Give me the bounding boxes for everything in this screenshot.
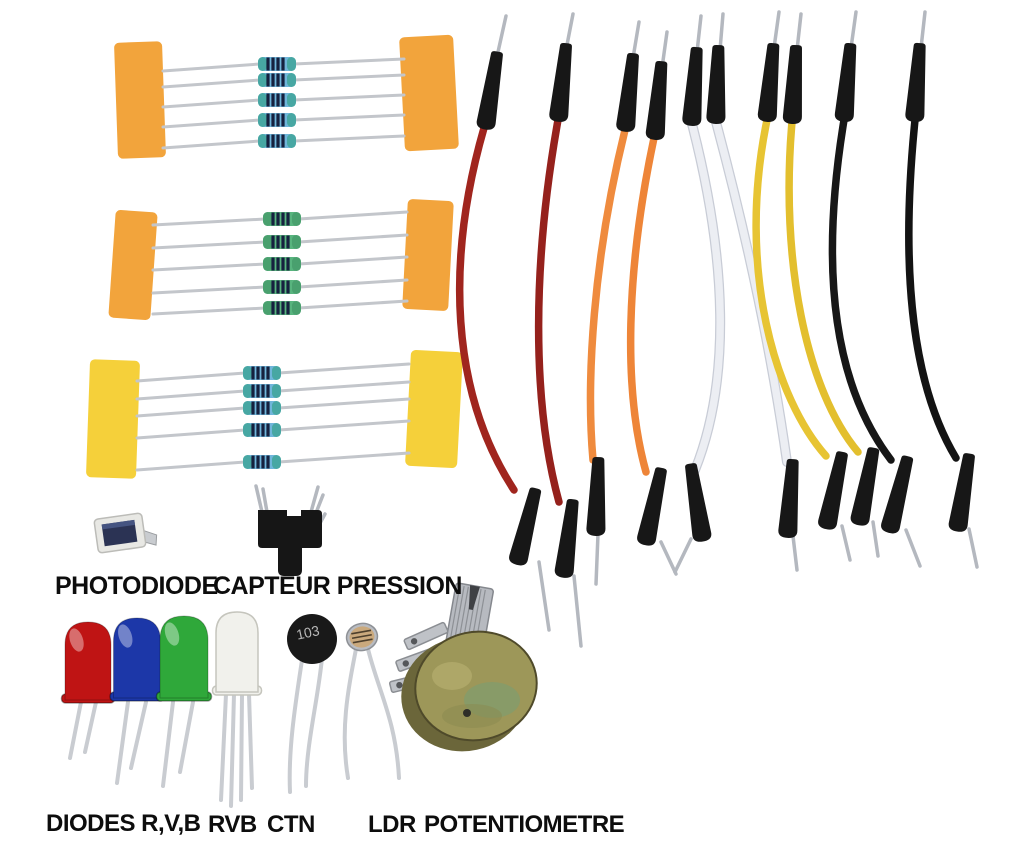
tape-strip <box>108 210 158 320</box>
resistor-strip-middle <box>108 199 454 320</box>
connector-tip <box>905 42 926 122</box>
led-group <box>60 615 213 788</box>
thermistor-component <box>287 614 337 794</box>
connector-tip <box>706 44 726 124</box>
connector-tip <box>549 42 572 122</box>
connector-tip <box>682 46 703 126</box>
tape-strip <box>405 349 463 469</box>
connector-tip <box>757 42 780 122</box>
connector-tip <box>509 487 542 566</box>
resistor-strip-bottom <box>86 349 463 479</box>
led-red <box>60 621 116 760</box>
connector-tip <box>834 42 857 122</box>
resistor <box>135 419 411 440</box>
rvb-label: RVB <box>208 811 257 838</box>
resistor <box>161 57 406 73</box>
tape-strip <box>86 359 140 479</box>
connector-tip <box>645 60 668 140</box>
resistor <box>161 134 406 150</box>
potentiometre-label: POTENTIOMETRE <box>424 811 625 838</box>
jumper-wires-group <box>455 10 979 648</box>
potentiometer-component <box>388 582 538 752</box>
pressure-sensor-label: CAPTEUR PRESSION <box>213 572 462 600</box>
potentiometer-pin <box>403 621 449 651</box>
connector-tip <box>948 453 975 532</box>
ldr-component <box>342 622 401 780</box>
jumper-wire-yellow-2 <box>782 12 880 558</box>
diodes-rvb-label: DIODES R,V,B <box>46 810 201 837</box>
connector-tip <box>586 456 606 536</box>
led-blue <box>109 617 165 785</box>
resistor <box>151 299 409 316</box>
rgb-led-component <box>211 611 263 808</box>
connector-tip <box>637 467 667 546</box>
ldr-label: LDR <box>368 811 416 838</box>
resistor <box>151 210 409 227</box>
jumper-wire-white-1 <box>673 14 726 574</box>
resistor <box>151 278 409 295</box>
connector-tip <box>850 447 880 526</box>
connector-tip <box>818 451 848 530</box>
connector-tip <box>778 458 799 538</box>
resistor <box>135 380 411 401</box>
photodiode-component <box>93 512 158 554</box>
connector-tip <box>476 51 503 130</box>
ctn-label: CTN <box>267 811 315 838</box>
tape-strip <box>114 41 166 159</box>
thermistor-marking: 103 <box>295 622 321 643</box>
resistor <box>151 255 409 272</box>
resistor-strip-top <box>114 34 459 159</box>
jumper-wire-red-2 <box>534 12 583 648</box>
connector-tip <box>782 44 802 124</box>
tape-strip <box>402 199 454 311</box>
resistor <box>161 113 406 129</box>
resistor <box>151 233 409 250</box>
jumper-wire-black-1 <box>828 10 922 568</box>
connector-tip <box>685 463 712 542</box>
resistor-strips-group <box>86 34 463 479</box>
photodiode-label: PHOTODIODE <box>55 572 218 600</box>
connector-tip <box>881 455 914 534</box>
jumper-wire-orange-2 <box>626 30 678 576</box>
connector-tip <box>616 52 639 132</box>
resistor <box>135 397 411 418</box>
pressure-sensor-component <box>254 484 327 576</box>
jumper-wire-orange-1 <box>586 20 641 586</box>
jumper-wire-red-1 <box>455 14 551 632</box>
tape-strip <box>399 34 459 152</box>
connector-tip <box>554 498 579 578</box>
resistor <box>161 93 406 109</box>
jumper-wire-black-2 <box>905 10 979 569</box>
resistor <box>161 73 406 89</box>
resistor <box>135 362 411 383</box>
led-green <box>155 615 213 788</box>
jumper-wire-yellow-1 <box>752 10 852 562</box>
resistor <box>135 451 411 472</box>
